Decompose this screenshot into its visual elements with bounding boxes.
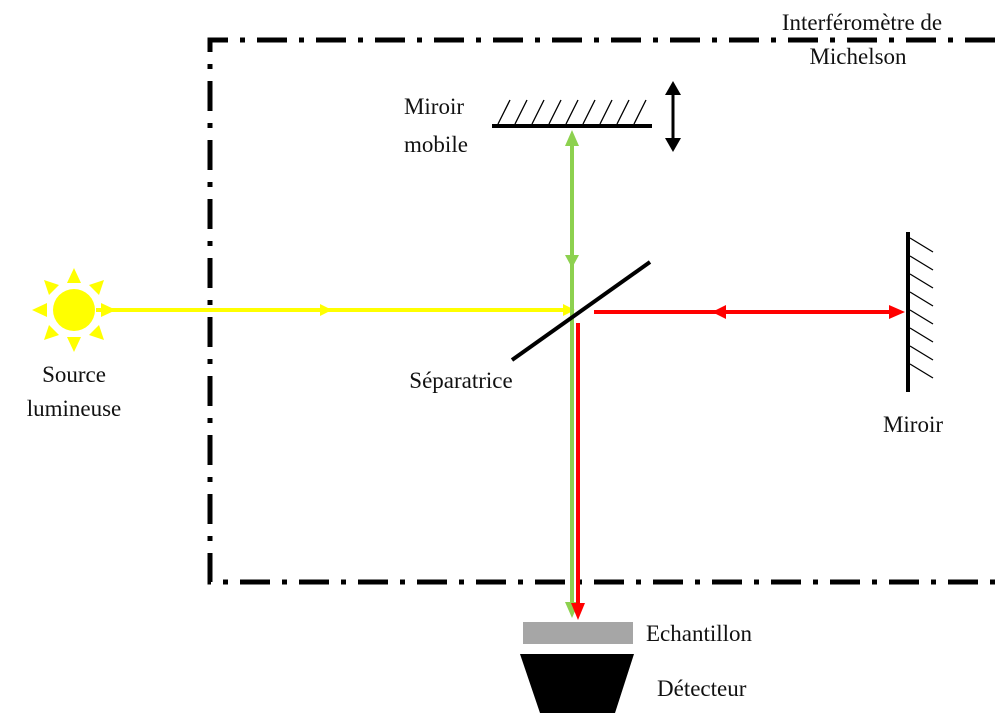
source-beam [96, 304, 575, 316]
fixed-mirror-label: Miroir [883, 412, 943, 437]
beam-splitter-label: Séparatrice [409, 368, 512, 393]
title-line2: Michelson [809, 44, 907, 69]
mobile-mirror-label-line2: mobile [404, 132, 468, 157]
sun-icon [32, 268, 116, 352]
detector-shape [520, 654, 634, 713]
mobile-mirror-label-line1: Miroir [404, 94, 464, 119]
sample-slab [523, 622, 633, 644]
mobile-mirror [492, 99, 652, 128]
source-label-line2: lumineuse [27, 396, 122, 421]
source-label-line1: Source [42, 362, 106, 387]
fixed-mirror [906, 232, 934, 392]
beam-splitter [510, 260, 652, 362]
sample-label: Echantillon [646, 621, 753, 646]
mobile-arm-beam [565, 130, 579, 618]
title-line1: Interféromètre de [782, 10, 942, 35]
detector-label: Détecteur [657, 676, 747, 701]
fixed-arm-beam [571, 305, 905, 620]
interferometer-frame [207, 37, 995, 585]
double-arrow-vertical-icon [665, 81, 681, 152]
